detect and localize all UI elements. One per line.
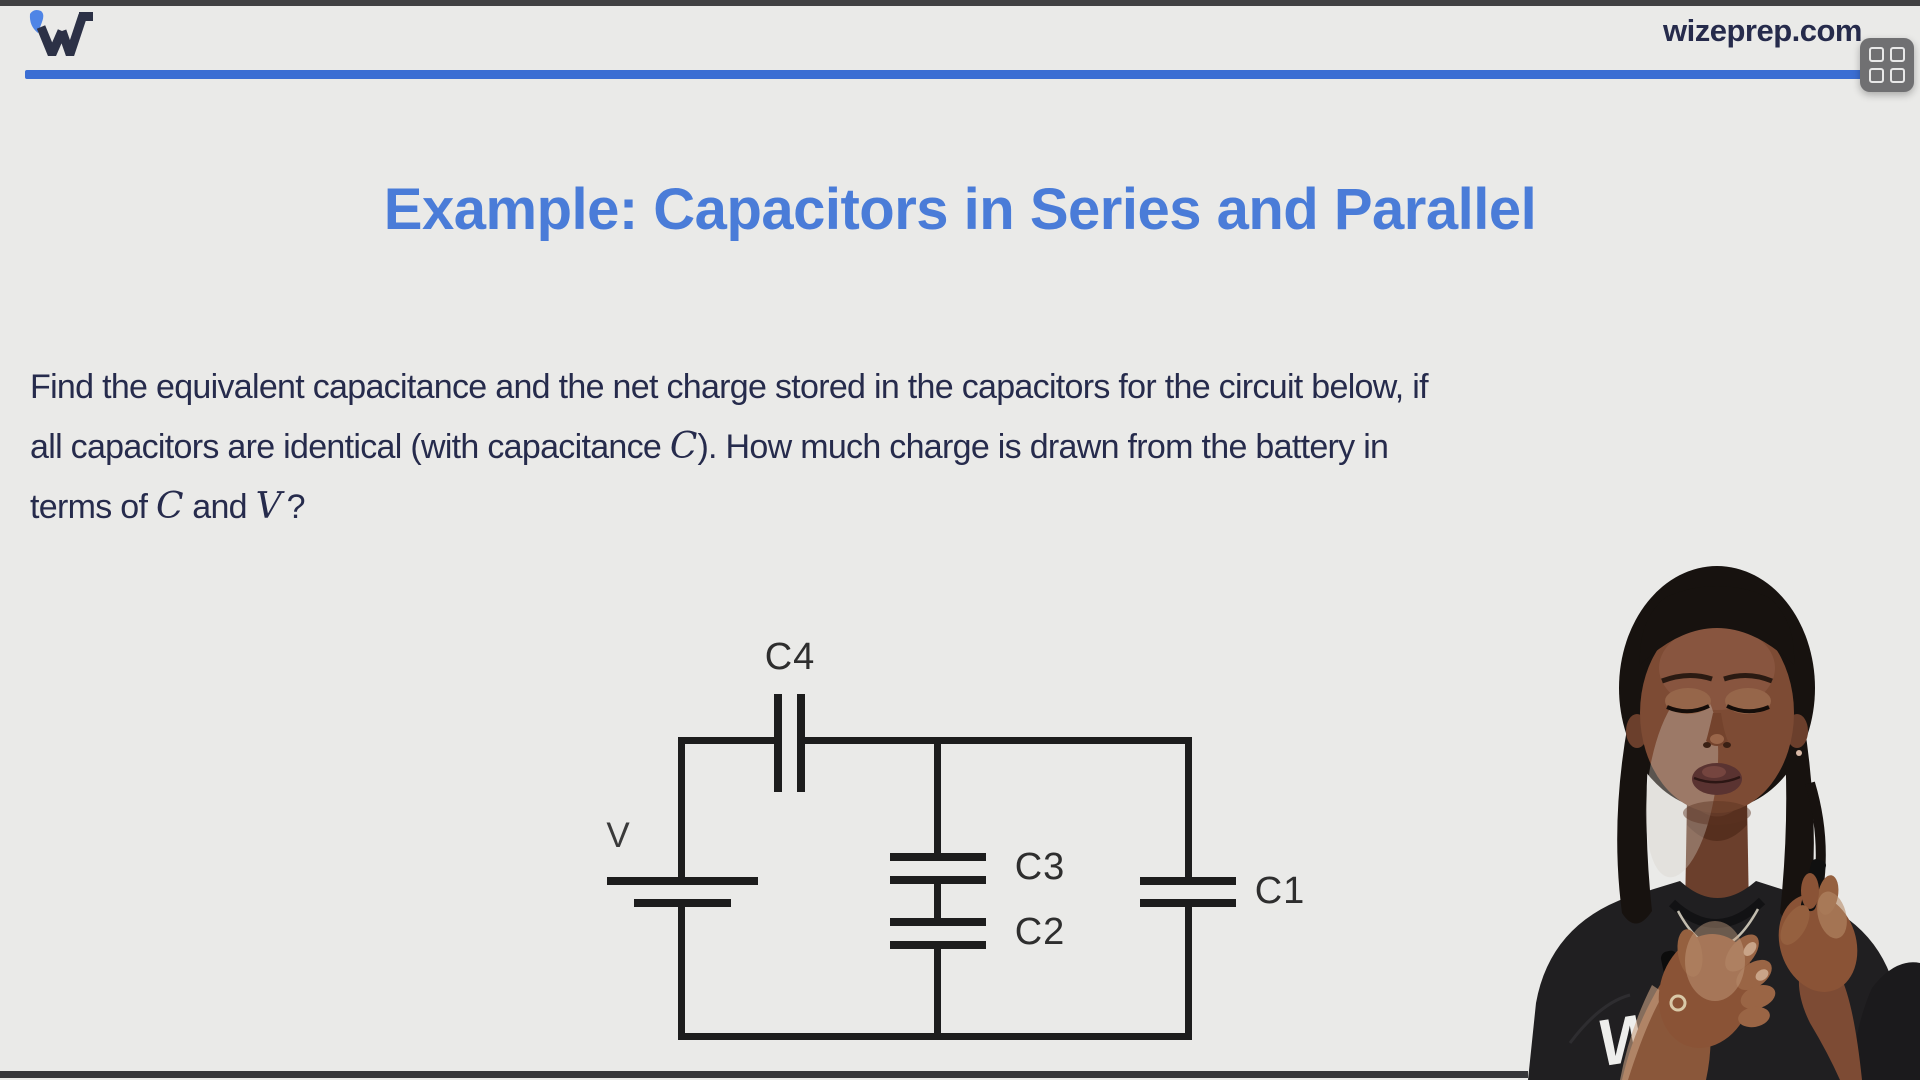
capacitor-c1-plate-bottom: [1140, 899, 1236, 907]
capacitor-c1-plate-top: [1140, 877, 1236, 885]
label-c2: C2: [1014, 911, 1066, 953]
wire-bottom: [678, 1033, 1192, 1040]
site-label: wizeprep.com: [1663, 13, 1863, 48]
wizeprep-w-logo: [29, 10, 93, 56]
capacitor-c3-plate-top: [890, 853, 986, 861]
presenter-right-hand: [1778, 859, 1862, 1080]
capacitor-c4-plate-right: [797, 694, 805, 792]
wire-right-lower: [1185, 907, 1192, 1033]
wire-middle-upper: [934, 737, 941, 853]
slide-title: Example: Capacitors in Series and Parall…: [383, 177, 1537, 242]
label-c3: C3: [1014, 846, 1066, 888]
grid-menu-button[interactable]: [1860, 38, 1914, 92]
capacitor-c2-plate-top: [890, 918, 986, 926]
presenter-video: W: [1510, 483, 1920, 1080]
wire-middle-between: [934, 884, 941, 918]
wire-top-left: [678, 737, 774, 744]
math-symbol-v: V: [255, 486, 282, 527]
capacitor-c3-plate-bottom: [890, 876, 986, 884]
wire-left-lower: [678, 907, 685, 1033]
battery-plate-long: [607, 877, 758, 885]
wire-middle-lower: [934, 949, 941, 1033]
problem-line-2: all capacitors are identical (with capac…: [30, 426, 1389, 467]
problem-text: Find the equivalent capacitance and the …: [30, 358, 1429, 537]
bottom-edge-bar: [0, 1071, 1528, 1078]
presenter-neck: [1685, 798, 1749, 924]
math-symbol-c: C: [669, 426, 698, 467]
header-divider-line: [25, 70, 1912, 79]
wire-left-upper: [678, 737, 685, 877]
presenter-face: [1626, 586, 1808, 878]
wire-top-right: [805, 737, 1192, 744]
problem-line-3: terms of C and V?: [30, 486, 306, 527]
problem-line-1: Find the equivalent capacitance and the …: [30, 368, 1429, 406]
top-edge-bar: [0, 0, 1920, 6]
capacitor-c2-plate-bottom: [890, 941, 986, 949]
apps-grid-icon: [1869, 47, 1905, 83]
label-battery-v: V: [606, 816, 630, 855]
battery-plate-short: [634, 899, 731, 907]
presenter-left-hand: [1620, 921, 1776, 1080]
label-c1: C1: [1254, 870, 1306, 912]
capacitor-c4-plate-left: [774, 694, 782, 792]
label-c4: C4: [764, 636, 816, 678]
math-symbol-c: C: [155, 486, 184, 527]
wire-right-upper: [1185, 737, 1192, 877]
